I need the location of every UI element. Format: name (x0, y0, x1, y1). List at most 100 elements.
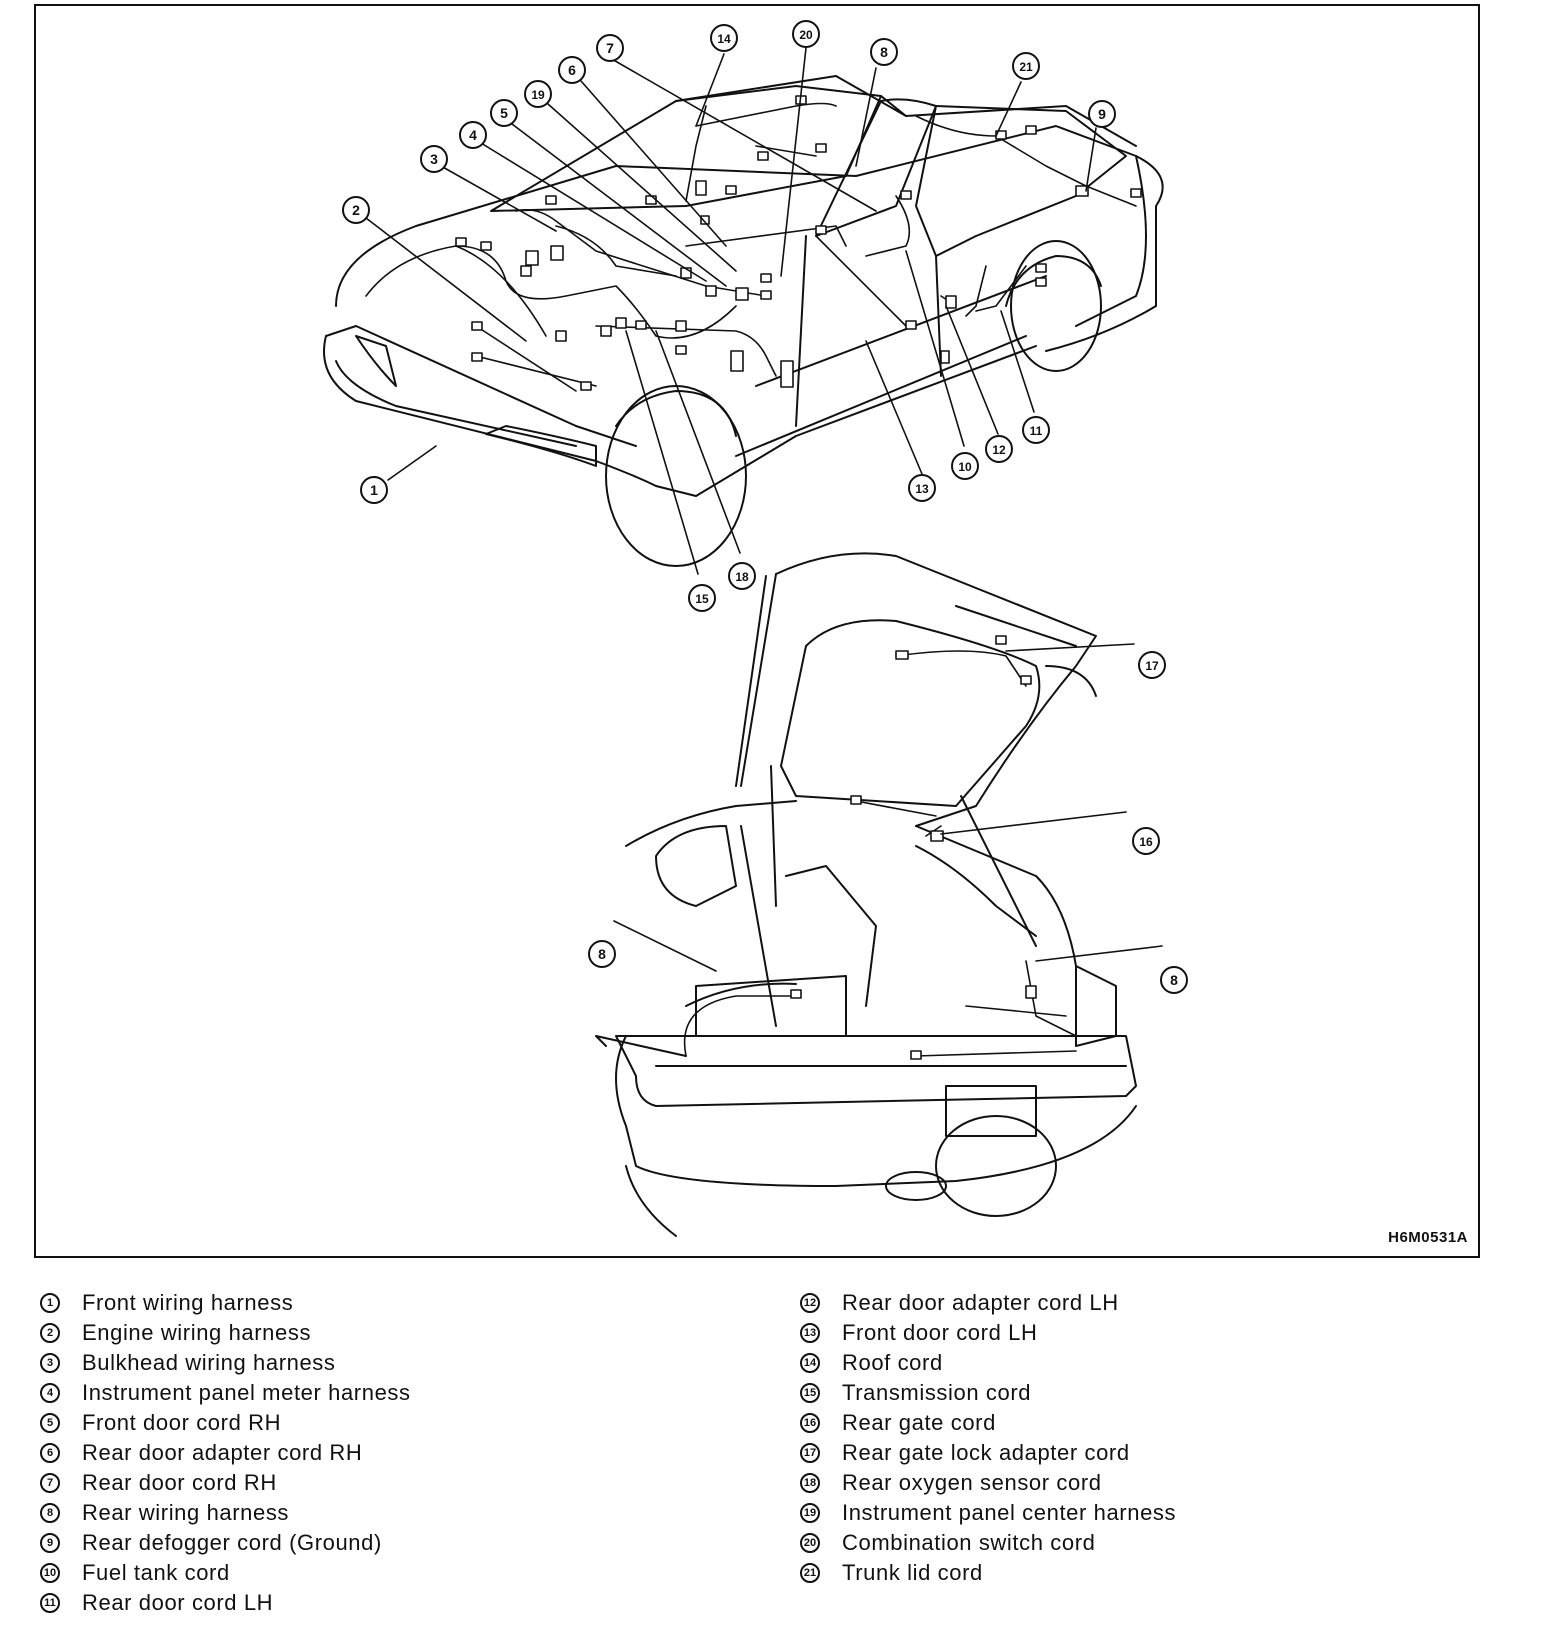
legend-label: Trunk lid cord (842, 1560, 983, 1585)
legend-item-13: 13 Front door cord LH (800, 1318, 1176, 1348)
legend-number: 8 (40, 1503, 60, 1523)
legend-item-5: 5 Front door cord RH (40, 1408, 411, 1438)
legend-number: 1 (40, 1293, 60, 1313)
legend-item-19: 19 Instrument panel center harness (800, 1498, 1176, 1528)
legend-item-6: 6 Rear door adapter cord RH (40, 1438, 411, 1468)
legend-label: Rear door cord RH (82, 1470, 277, 1495)
callout-10: 10 (951, 452, 979, 480)
legend-number: 7 (40, 1473, 60, 1493)
legend-label: Instrument panel center harness (842, 1500, 1177, 1525)
legend-item-21: 21 Trunk lid cord (800, 1558, 1176, 1588)
leader-lines (365, 47, 1163, 972)
callout-17: 17 (1138, 651, 1166, 679)
legend-label: Transmission cord (842, 1380, 1032, 1405)
svg-text:14: 14 (717, 32, 731, 46)
svg-text:20: 20 (799, 28, 813, 42)
legend-label: Rear gate lock adapter cord (842, 1440, 1130, 1465)
legend-item-4: 4 Instrument panel meter harness (40, 1378, 411, 1408)
callout-markers: 1 2 3 4 5 6 7 8 9 10 11 12 13 14 15 16 1… (342, 20, 1188, 994)
callout-8c: 8 (1160, 966, 1188, 994)
callout-4: 4 (459, 121, 487, 149)
legend-number: 21 (800, 1563, 820, 1583)
bottom-car-harnesses (683, 650, 1077, 1057)
top-car-harnesses (365, 102, 1137, 392)
legend-number: 11 (40, 1593, 60, 1613)
callout-18: 18 (728, 562, 756, 590)
legend-label: Rear door adapter cord RH (82, 1440, 363, 1465)
callout-1: 1 (360, 476, 388, 504)
callout-3: 3 (420, 145, 448, 173)
callout-11: 11 (1022, 416, 1050, 444)
wiring-diagram: 1 2 3 4 5 6 7 8 9 10 11 12 13 14 15 16 1… (323, 20, 1188, 1237)
legend-label: Combination switch cord (842, 1530, 1096, 1555)
legend-number: 19 (800, 1503, 820, 1523)
legend-item-15: 15 Transmission cord (800, 1378, 1176, 1408)
figure-code: H6M0531A (1388, 1229, 1468, 1246)
legend-item-16: 16 Rear gate cord (800, 1408, 1176, 1438)
legend-item-1: 1 Front wiring harness (40, 1288, 411, 1318)
legend-label: Engine wiring harness (82, 1320, 312, 1345)
callout-14: 14 (710, 24, 738, 52)
legend-number: 15 (800, 1383, 820, 1403)
bottom-car-connectors (790, 635, 1037, 1060)
callout-5: 5 (490, 99, 518, 127)
callout-8b: 8 (588, 940, 616, 968)
legend-label: Instrument panel meter harness (82, 1380, 411, 1405)
callout-9: 9 (1088, 100, 1116, 128)
svg-text:17: 17 (1145, 659, 1159, 673)
legend-item-17: 17 Rear gate lock adapter cord (800, 1438, 1176, 1468)
legend-label: Front door cord RH (82, 1410, 282, 1435)
legend-number: 13 (800, 1323, 820, 1343)
top-car-body (323, 75, 1164, 567)
legend-label: Rear wiring harness (82, 1500, 290, 1525)
svg-text:8: 8 (598, 946, 606, 962)
legend-label: Bulkhead wiring harness (82, 1350, 336, 1375)
legend-item-7: 7 Rear door cord RH (40, 1468, 411, 1498)
svg-text:8: 8 (880, 44, 888, 60)
svg-text:4: 4 (469, 127, 477, 143)
svg-text:7: 7 (606, 40, 614, 56)
callout-2: 2 (342, 196, 370, 224)
callout-12: 12 (985, 435, 1013, 463)
callout-13: 13 (908, 474, 936, 502)
legend-label: Roof cord (842, 1350, 943, 1375)
legend-item-3: 3 Bulkhead wiring harness (40, 1348, 411, 1378)
legend-number: 17 (800, 1443, 820, 1463)
legend-label: Front door cord LH (842, 1320, 1038, 1345)
legend-number: 3 (40, 1353, 60, 1373)
legend-label: Rear defogger cord (Ground) (82, 1530, 382, 1555)
legend-number: 4 (40, 1383, 60, 1403)
legend-number: 6 (40, 1443, 60, 1463)
top-car-connectors (455, 95, 1142, 391)
legend-item-8: 8 Rear wiring harness (40, 1498, 411, 1528)
legend-label: Rear gate cord (842, 1410, 996, 1435)
legend-label: Rear oxygen sensor cord (842, 1470, 1102, 1495)
callout-7: 7 (596, 34, 624, 62)
legend-number: 16 (800, 1413, 820, 1433)
legend-item-9: 9 Rear defogger cord (Ground) (40, 1528, 411, 1558)
svg-text:1: 1 (370, 482, 378, 498)
svg-text:12: 12 (992, 443, 1006, 457)
svg-text:16: 16 (1139, 835, 1153, 849)
diagram-frame: 1 2 3 4 5 6 7 8 9 10 11 12 13 14 15 16 1… (34, 4, 1480, 1258)
legend-number: 5 (40, 1413, 60, 1433)
callout-15: 15 (688, 584, 716, 612)
callout-16: 16 (1132, 827, 1160, 855)
svg-text:18: 18 (735, 570, 749, 584)
callout-21: 21 (1012, 52, 1040, 80)
svg-text:5: 5 (500, 105, 508, 121)
bottom-car-body (595, 552, 1137, 1237)
legend-number: 9 (40, 1533, 60, 1553)
svg-text:11: 11 (1030, 424, 1043, 438)
legend-label: Front wiring harness (82, 1290, 294, 1315)
svg-text:10: 10 (958, 460, 972, 474)
svg-text:9: 9 (1098, 106, 1106, 122)
callout-8a: 8 (870, 38, 898, 66)
